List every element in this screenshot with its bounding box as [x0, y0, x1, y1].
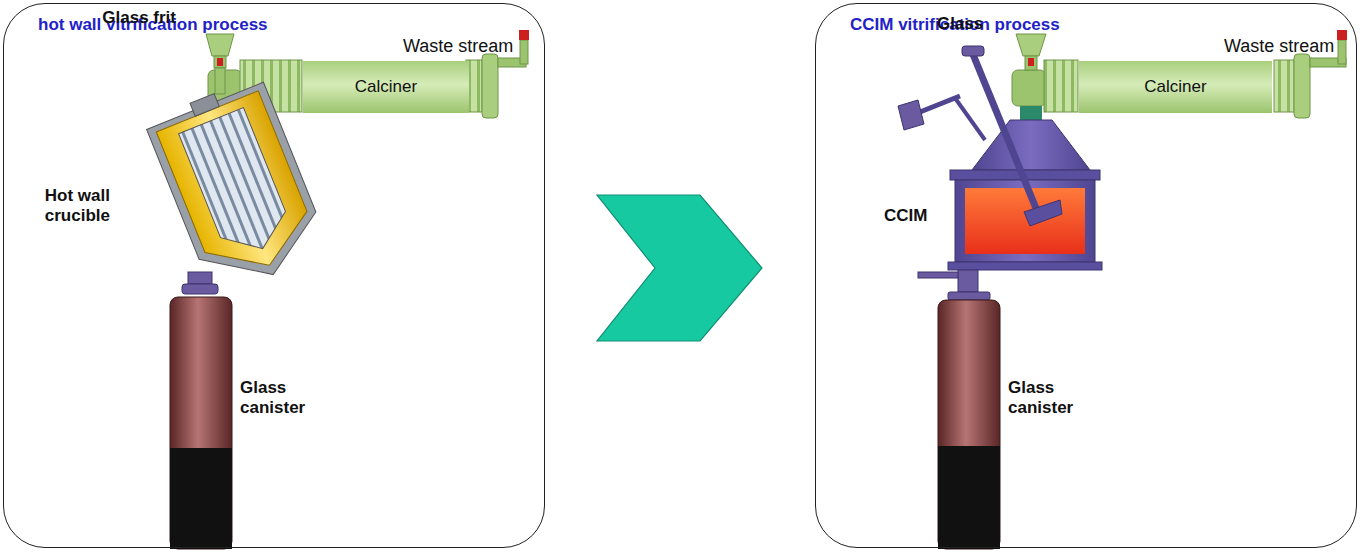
frit-hopper	[206, 34, 234, 56]
frit-hopper	[214, 56, 226, 68]
glass-canister	[938, 300, 1000, 549]
ccim-melter	[948, 262, 1102, 270]
stirrer-lance	[1024, 200, 1062, 226]
inspection-tool	[898, 96, 985, 140]
glass-hopper	[1025, 56, 1037, 70]
part-label: Glass	[937, 14, 997, 34]
glass-canister	[170, 297, 232, 549]
calciner-label: Calciner	[1144, 77, 1206, 97]
frit-hopper	[206, 34, 234, 94]
process-panel: hot wall vitrification processCalciner	[3, 3, 545, 548]
stream-label: Waste stream	[1224, 36, 1336, 57]
ccim-melter	[918, 106, 1102, 300]
crucible-outlet	[182, 272, 218, 294]
stirrer-lance	[962, 46, 1062, 226]
calciner-drum	[1044, 60, 1078, 112]
calciner-drum	[520, 40, 528, 64]
glass-hopper	[1016, 34, 1046, 56]
calciner-drum	[1337, 30, 1347, 40]
calciner-box: Calciner	[303, 61, 469, 113]
part-label: Glass canister	[240, 378, 324, 417]
calciner-drum	[482, 54, 498, 118]
calciner-box: Calciner	[1079, 61, 1272, 113]
part-label: CCIM	[884, 206, 944, 226]
glass-canister	[938, 446, 1000, 549]
hot-wall-crucible	[147, 82, 332, 298]
frit-hopper	[217, 58, 223, 66]
ccim-melter	[918, 272, 958, 278]
glass-hopper	[1016, 34, 1046, 70]
crucible-outlet	[188, 272, 212, 284]
ccim-melter	[965, 188, 1085, 254]
frit-hopper	[215, 68, 225, 94]
part-label: Hot wall crucible	[20, 186, 110, 225]
ccim-melter	[955, 180, 1095, 262]
ccim-melter	[958, 270, 978, 292]
crucible-outlet	[182, 284, 218, 294]
calciner-drum	[1338, 40, 1346, 64]
calciner-drum	[519, 30, 529, 40]
glass-canister	[938, 300, 1000, 549]
calciner-drum	[1294, 54, 1310, 118]
hot-wall-crucible	[179, 108, 296, 262]
process-arrow	[597, 195, 762, 341]
glass-canister	[170, 297, 232, 549]
calciner-drum	[1274, 60, 1294, 112]
inspection-tool	[898, 100, 924, 130]
hot-wall-crucible	[190, 94, 219, 117]
ccim-melter	[972, 120, 1090, 170]
ccim-melter	[948, 292, 990, 300]
inspection-tool	[955, 98, 985, 140]
hot-wall-crucible	[156, 91, 320, 286]
glass-hopper	[1028, 58, 1034, 66]
stream-label: Waste stream	[403, 36, 518, 57]
process-panel: CCIM vitrification processCalciner	[815, 3, 1357, 548]
calciner-label: Calciner	[355, 77, 417, 97]
part-label: Glass frit	[100, 8, 176, 28]
part-label: Glass canister	[1008, 378, 1092, 417]
calciner-drum	[1012, 30, 1347, 118]
glass-canister	[170, 448, 232, 549]
stirrer-lance	[962, 46, 984, 56]
ccim-melter	[1020, 106, 1042, 120]
calciner-drum	[1012, 70, 1046, 106]
